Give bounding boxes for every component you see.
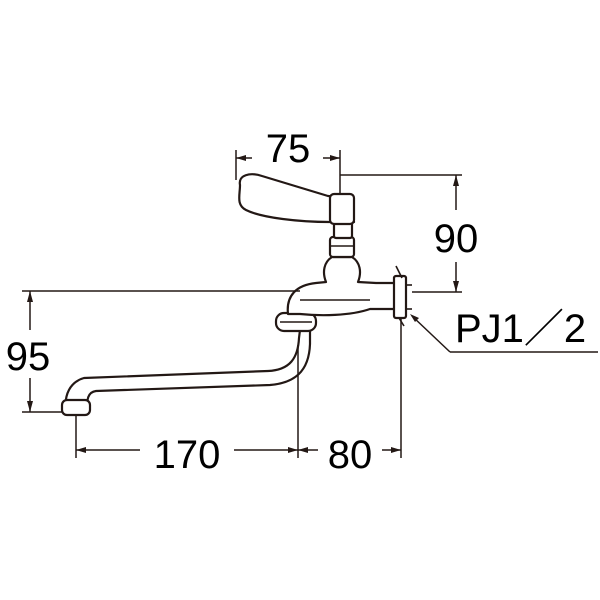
- spout-pipe: [64, 328, 312, 412]
- dim-handle-height: 90: [434, 217, 479, 261]
- dimension-lines: [22, 150, 598, 458]
- spout-tip: [60, 398, 92, 417]
- inlet-thread: [392, 274, 408, 320]
- valve-body: [286, 255, 398, 317]
- lever-handle: [238, 173, 356, 224]
- dim-body-length: 80: [328, 433, 373, 477]
- dim-handle-length: 75: [266, 127, 311, 171]
- thread-spec-label: PJ1／2: [455, 307, 586, 351]
- dimension-labels: 75 90 95 170 80 PJ1／2: [6, 127, 586, 477]
- handle-hub: [328, 192, 356, 226]
- dim-spout-reach: 170: [154, 433, 221, 477]
- dim-spout-height: 95: [6, 335, 51, 379]
- faucet-outline: [60, 173, 412, 417]
- bonnet: [328, 235, 356, 259]
